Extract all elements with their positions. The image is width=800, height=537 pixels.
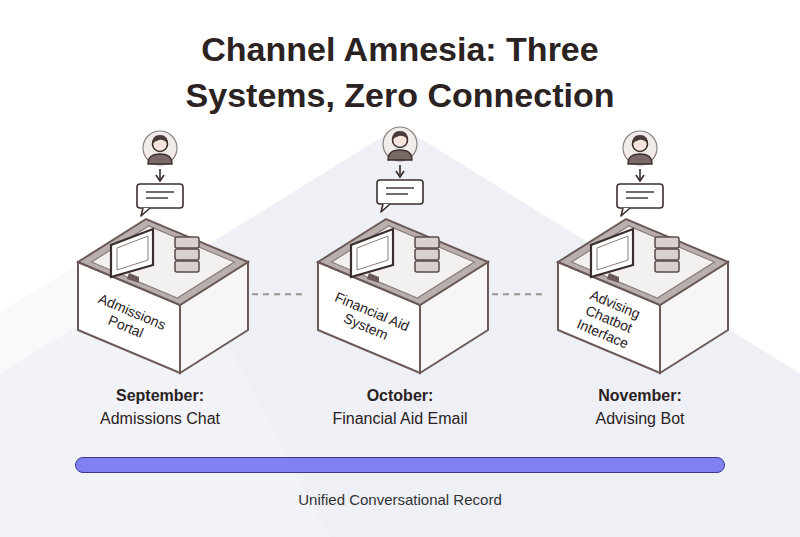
background-shape [0,126,800,537]
box-tray [92,226,235,298]
box-tray [332,226,475,298]
isometric-box [547,215,732,380]
monitor-glass [597,236,628,270]
background-shape [0,215,330,537]
monitor-stand [607,273,619,283]
system-box: Advising Chatbot Interface [547,215,732,380]
dashed-connector [252,293,307,295]
record-bar: Unified Conversational Record [75,457,725,508]
month-label: September: [116,387,204,405]
monitor-glass [357,236,388,270]
monitor-stand [127,273,139,283]
month-label: November: [598,387,682,405]
monitor-stand [367,273,379,283]
person-icon [137,131,183,216]
monitor-screen [591,229,633,277]
bar-caption: Unified Conversational Record [75,491,725,508]
server-unit [655,249,679,260]
month-label: October: [367,387,434,405]
server-unit [415,261,439,272]
dashed-connector [492,293,547,295]
person-icon [617,131,663,216]
timeline-bar [75,457,725,473]
server-unit [415,237,439,248]
system-box: Admissions Portal [67,215,252,380]
monitor-screen [351,229,393,277]
isometric-box [67,215,252,380]
server-unit [175,237,199,248]
system-box: Financial Aid System [307,215,492,380]
server-unit [175,261,199,272]
server-unit [415,249,439,260]
server-unit [655,237,679,248]
channel-label: Financial Aid Email [332,410,467,428]
channel-label: Advising Bot [596,410,685,428]
monitor-screen [111,229,153,277]
server-unit [175,249,199,260]
diagram-title: Channel Amnesia: Three Systems, Zero Con… [140,26,660,118]
box-top-rim [558,219,728,305]
person-icon [377,127,423,212]
channel-label: Admissions Chat [100,410,220,428]
monitor-glass [117,236,148,270]
server-unit [655,261,679,272]
